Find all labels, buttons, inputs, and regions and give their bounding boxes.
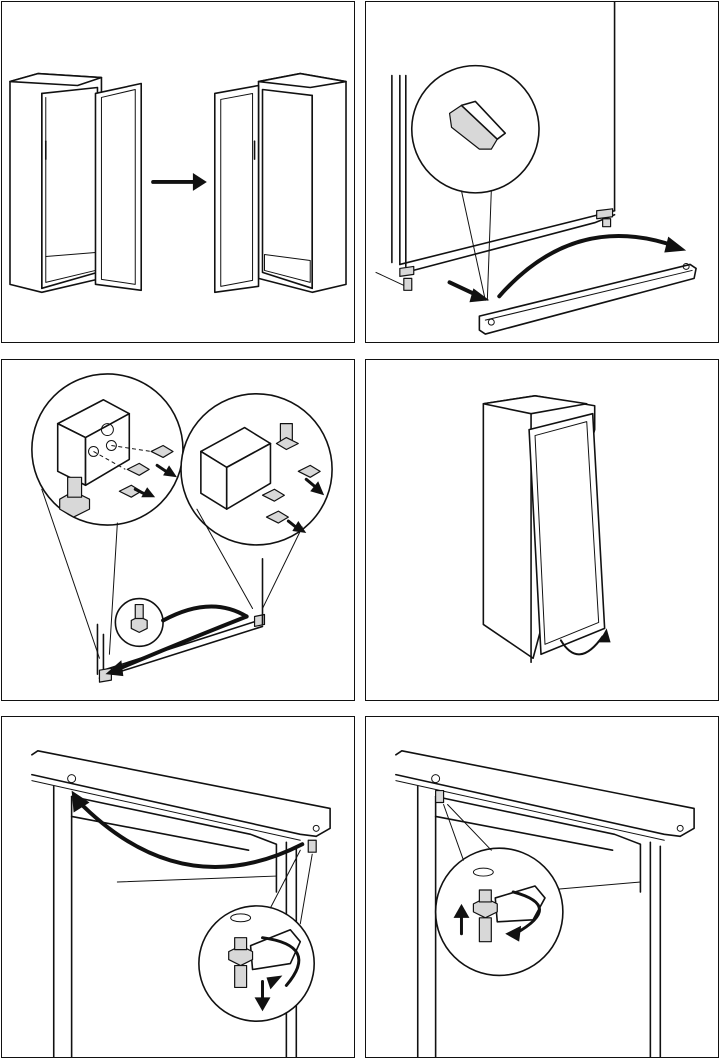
small-callout-icon bbox=[115, 599, 163, 647]
fridge-right-hinged-icon bbox=[10, 74, 141, 293]
callout-right-icon bbox=[181, 394, 332, 609]
hinge-callout-icon bbox=[436, 804, 563, 975]
panel-5-drawing bbox=[2, 717, 354, 1057]
panel-3-drawing bbox=[2, 360, 354, 700]
panel-6-top-hinge-fit bbox=[365, 716, 719, 1058]
panel-2-base-cover bbox=[365, 1, 719, 343]
panel-4-drawing bbox=[366, 360, 718, 700]
panel-3-lower-hinge bbox=[1, 359, 355, 701]
panel-4-lift-door bbox=[365, 359, 719, 701]
fridge-door-icon bbox=[529, 414, 605, 655]
panel-1-overview bbox=[1, 1, 355, 343]
arrow-right-icon bbox=[153, 173, 207, 191]
arrow-curved-icon bbox=[72, 791, 303, 867]
panel-6-drawing bbox=[366, 717, 718, 1057]
base-cover-icon bbox=[479, 263, 696, 334]
panel-5-top-hinge-remove bbox=[1, 716, 355, 1058]
panel-1-drawing bbox=[2, 2, 354, 342]
fridge-left-hinged-icon bbox=[215, 74, 346, 293]
panel-2-drawing bbox=[366, 2, 718, 342]
